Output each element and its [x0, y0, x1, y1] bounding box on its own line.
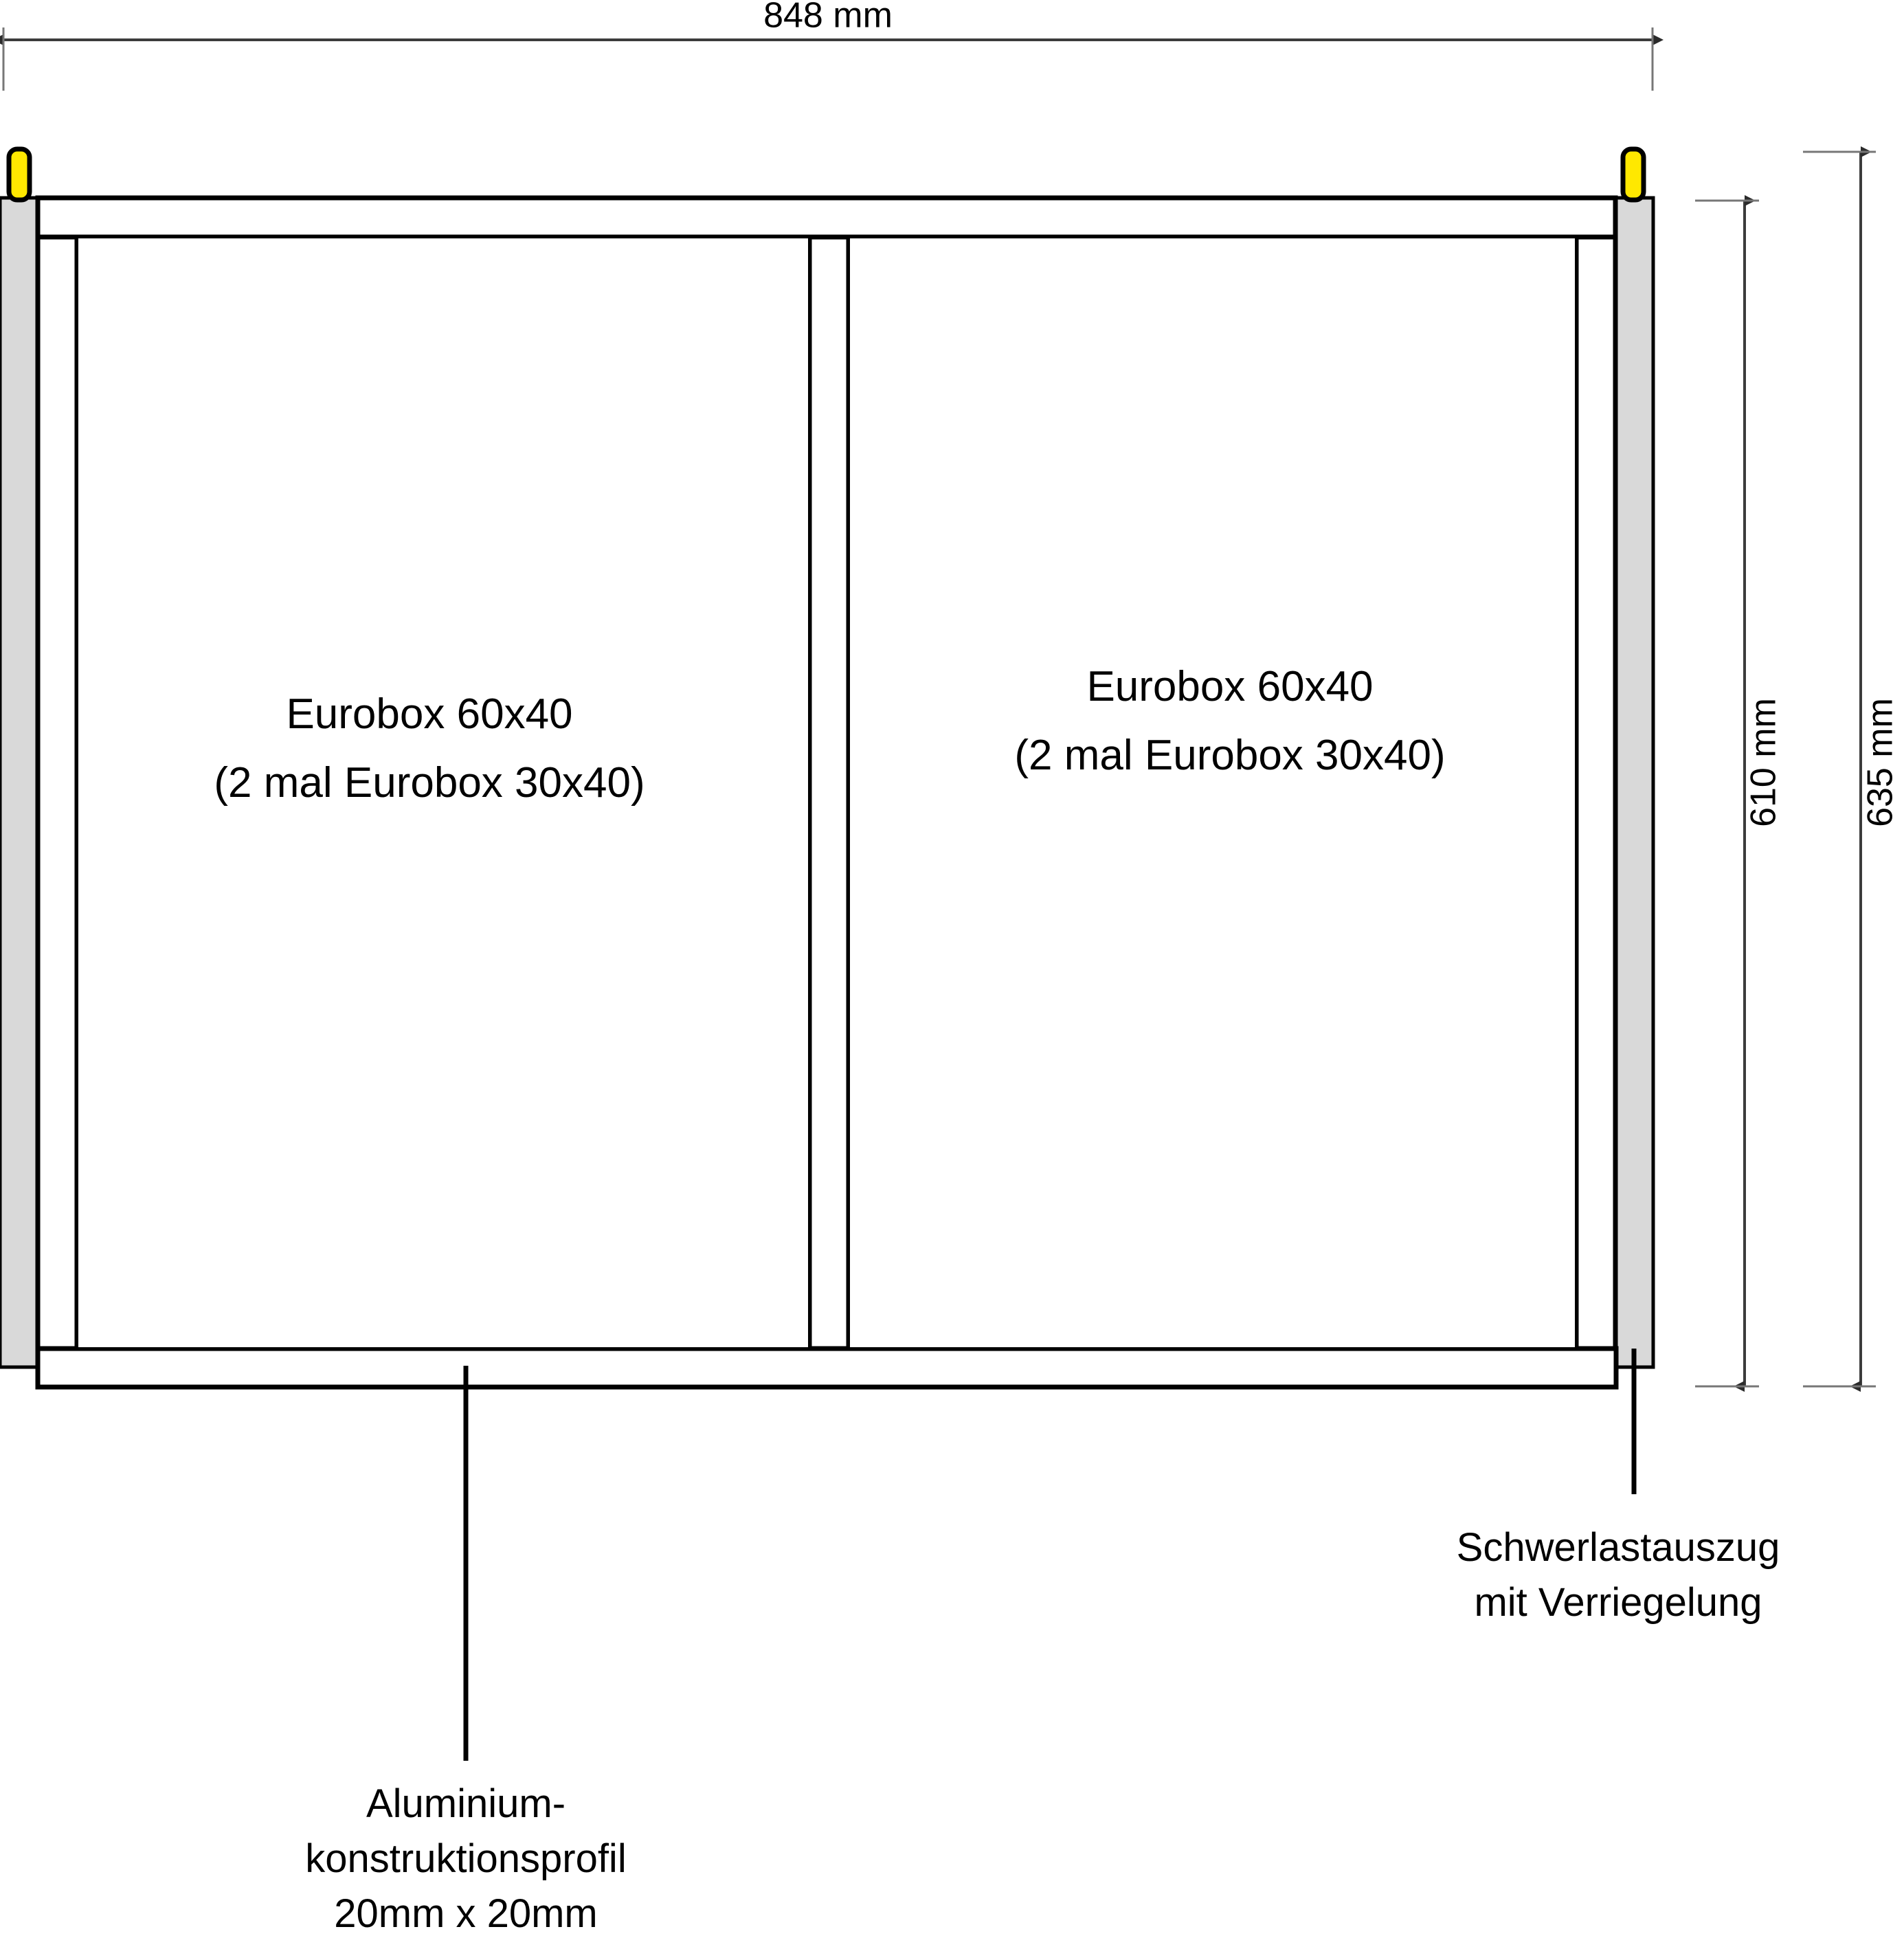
right-compartment-line1: Eurobox 60x40 [1086, 663, 1373, 710]
dimension-height-610: 610 mm [1695, 195, 1784, 1392]
frame-top-rail [35, 195, 1618, 240]
frame-bottom-rail [35, 1346, 1619, 1390]
slide-rail-note: Schwerlastauszug mit Verriegelung [1457, 1349, 1780, 1625]
left-compartment-line1: Eurobox 60x40 [286, 690, 572, 738]
lock-right [1620, 146, 1646, 203]
aluminium-frame [35, 195, 1619, 1390]
slide-rail-note-line2: mit Verriegelung [1474, 1580, 1762, 1625]
left-compartment-line2: (2 mal Eurobox 30x40) [214, 759, 645, 807]
frame-left-upright [35, 234, 80, 1351]
right-compartment-line2: (2 mal Eurobox 30x40) [1014, 732, 1445, 779]
slide-rail-left [0, 196, 41, 1369]
dimension-label-outer-height: 635 mm [1861, 698, 1901, 827]
profile-note-line2: konstruktionsprofil [305, 1836, 626, 1881]
slide-rail-right [1613, 196, 1655, 1369]
left-compartment-label: Eurobox 60x40 (2 mal Eurobox 30x40) [214, 690, 645, 807]
frame-right-upright [1573, 234, 1618, 1351]
lock-left [6, 146, 32, 203]
dimension-label-width: 848 mm [763, 0, 893, 36]
profile-note-line3: 20mm x 20mm [334, 1891, 598, 1936]
center-divider [807, 234, 851, 1351]
right-compartment-label: Eurobox 60x40 (2 mal Eurobox 30x40) [1014, 663, 1445, 779]
dimension-height-635: 635 mm [1803, 146, 1901, 1392]
right-compartment-panel [847, 236, 1578, 1350]
profile-note-line1: Aluminium- [366, 1781, 565, 1826]
dimension-label-inner-height: 610 mm [1744, 698, 1784, 827]
left-compartment-panel [76, 236, 811, 1350]
slide-rail-note-line1: Schwerlastauszug [1457, 1525, 1780, 1570]
dimension-width-848: 848 mm [0, 0, 1664, 91]
profile-note: Aluminium- konstruktionsprofil 20mm x 20… [305, 1366, 627, 1936]
